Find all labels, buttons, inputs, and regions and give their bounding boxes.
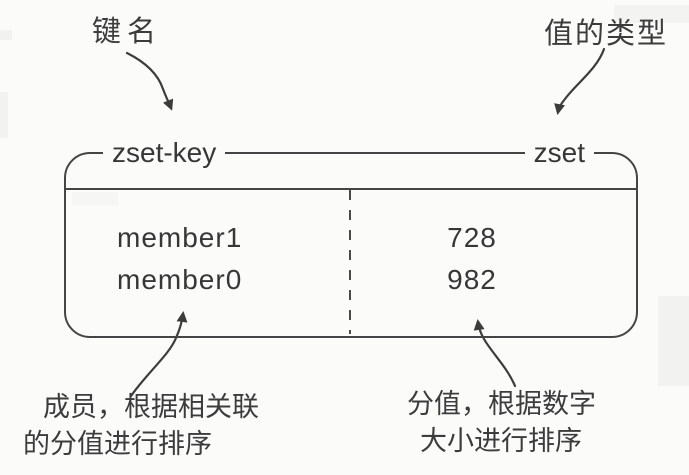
- zset-type-label: zset: [524, 137, 594, 169]
- member-note-line1: 成员，根据相关联: [43, 392, 259, 422]
- member-note-line2: 的分值进行排序: [23, 429, 212, 459]
- member-cell: member1: [117, 222, 243, 253]
- score-note-line1: 分值，根据数字: [407, 389, 596, 419]
- value-type-callout: 值的类型: [544, 18, 669, 50]
- scan-artifact: [0, 30, 12, 40]
- member-cell: member0: [117, 264, 243, 295]
- value-type-arrow: [554, 47, 606, 115]
- score-cell: 728: [447, 222, 497, 253]
- key-name-arrow: [125, 51, 174, 111]
- header-divider-line: [66, 188, 636, 190]
- zset-box: zset-key zset member1 728 member0 982: [64, 137, 638, 338]
- scan-artifact: [0, 92, 8, 138]
- scan-artifact: [658, 296, 689, 386]
- key-name-callout: 键名: [92, 16, 163, 48]
- score-cell: 982: [447, 264, 497, 295]
- score-note-line2: 大小进行排序: [420, 426, 582, 456]
- zset-key-label: zset-key: [103, 137, 226, 169]
